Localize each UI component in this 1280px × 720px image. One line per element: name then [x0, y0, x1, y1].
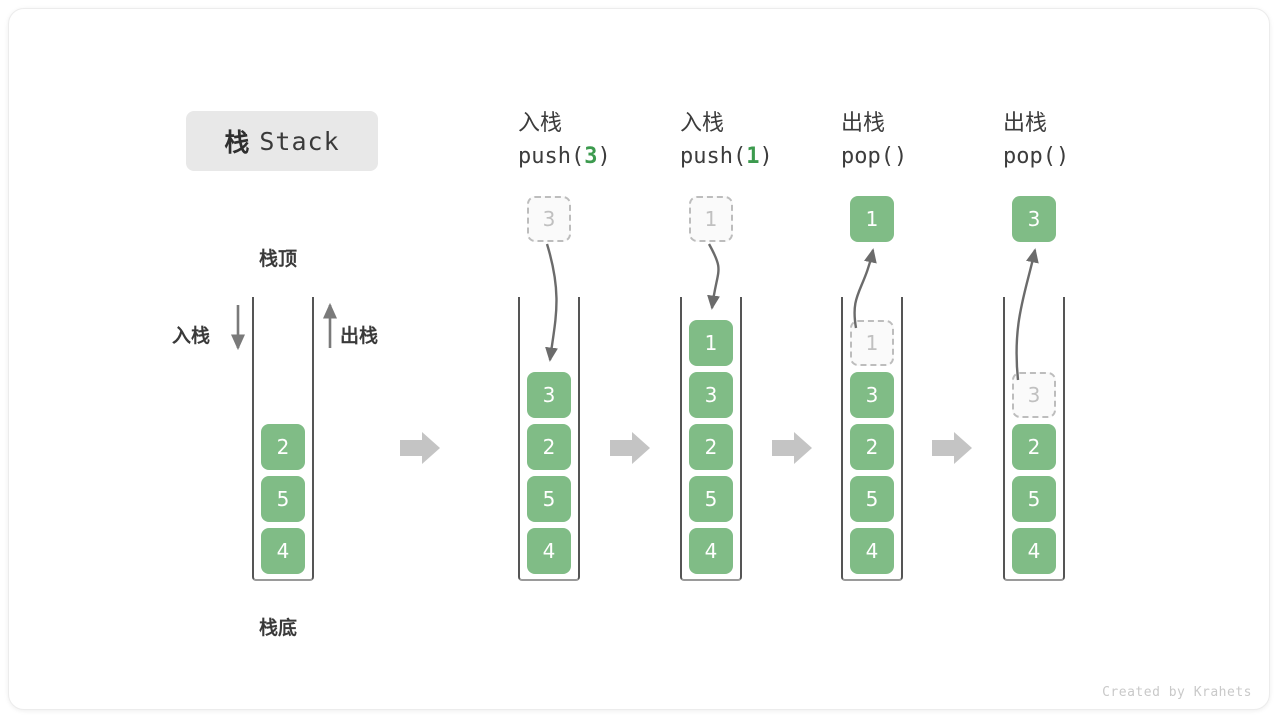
code-call-prefix: push( [518, 144, 585, 169]
title-english: Stack [259, 126, 340, 156]
stack-cell: 3 [689, 372, 733, 418]
stack-bottom-label: 栈底 [259, 617, 298, 639]
stack-cell: 5 [689, 476, 733, 522]
title-chinese: 栈 [224, 128, 250, 157]
code-call-prefix: push( [680, 144, 747, 169]
column-header-code: push(1) [680, 140, 860, 174]
stack-cell: 2 [689, 424, 733, 470]
stack-cell-empty: 3 [1012, 372, 1056, 418]
stack-cell: 2 [527, 424, 571, 470]
stack-cell: 4 [1012, 528, 1056, 574]
stack-cell-empty: 1 [850, 320, 894, 366]
credit-text: Created by Krahets [1102, 685, 1252, 700]
pop-direction-label: 出栈 [340, 325, 379, 347]
column-header-code: pop() [1003, 140, 1183, 174]
code-call-prefix: pop( [841, 144, 894, 169]
code-call-argument: 3 [584, 144, 598, 169]
push-direction-label: 入栈 [172, 325, 211, 347]
code-call-suffix: ) [893, 144, 908, 169]
stack-cell: 5 [1012, 476, 1056, 522]
stack-cell: 5 [261, 476, 305, 522]
incoming-element: 1 [689, 196, 733, 242]
code-call-suffix: ) [1055, 144, 1070, 169]
code-call-argument: 1 [746, 144, 760, 169]
stack-top-label: 栈顶 [259, 248, 298, 270]
stack-cell: 2 [1012, 424, 1056, 470]
stack-cell: 4 [689, 528, 733, 574]
stack-cell: 3 [850, 372, 894, 418]
stack-cell: 5 [527, 476, 571, 522]
code-call-prefix: pop( [1003, 144, 1056, 169]
column-header-operation: 出栈 [1003, 111, 1048, 136]
column-header-operation: 出栈 [841, 111, 886, 136]
stack-cell: 4 [261, 528, 305, 574]
column-header-operation: 入栈 [680, 111, 725, 136]
stack-cell: 2 [261, 424, 305, 470]
stack-cell: 3 [527, 372, 571, 418]
stack-cell: 1 [689, 320, 733, 366]
stack-cell: 2 [850, 424, 894, 470]
column-header-push-3: 入栈 push(3) [518, 108, 698, 174]
diagram-title-badge: 栈 Stack [186, 111, 378, 171]
column-header-push-1: 入栈 push(1) [680, 108, 860, 174]
column-header-operation: 入栈 [518, 111, 563, 136]
column-header-pop-1: 出栈 pop() [841, 108, 1021, 174]
column-header-code: push(3) [518, 140, 698, 174]
popped-element: 3 [1012, 196, 1056, 242]
popped-element: 1 [850, 196, 894, 242]
incoming-element: 3 [527, 196, 571, 242]
stack-cell: 5 [850, 476, 894, 522]
stack-cell: 4 [527, 528, 571, 574]
code-call-suffix: ) [759, 144, 773, 169]
column-header-code: pop() [841, 140, 1021, 174]
code-call-suffix: ) [597, 144, 611, 169]
column-header-pop-3: 出栈 pop() [1003, 108, 1183, 174]
stack-cell: 4 [850, 528, 894, 574]
